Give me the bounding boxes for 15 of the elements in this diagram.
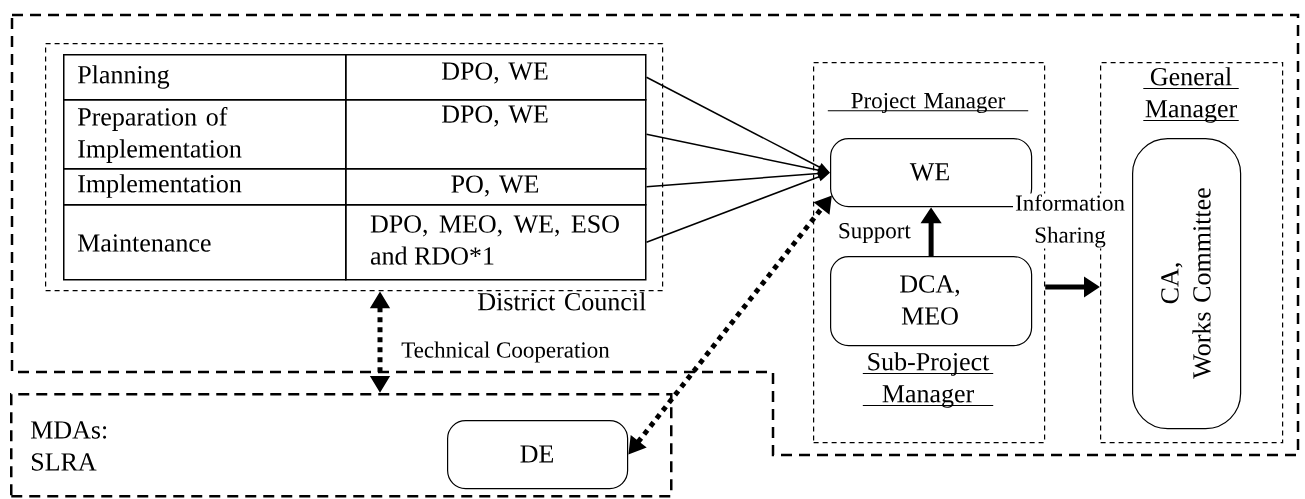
rounded-box: DCA, MEO (830, 256, 1033, 347)
table-cell: Preparation of Implementation (63, 99, 347, 170)
table-cell: Maintenance (63, 204, 347, 281)
rounded-box: CA, Works Committee (1132, 138, 1242, 430)
table-cell: DPO, WE (345, 99, 647, 170)
table-cell: Planning (63, 54, 347, 101)
table-cell: PO, WE (345, 168, 647, 206)
rounded-box: DE (447, 420, 629, 490)
table-cell: DPO, WE (345, 54, 647, 101)
edge-label: Support (836, 221, 912, 245)
table-cell: DPO, MEO, WE, ESO and RDO*1 (345, 204, 647, 281)
edge-label: Information Sharing (1013, 193, 1127, 249)
edge-label: Technical Cooperation (400, 340, 611, 364)
node-label: District Council (478, 292, 646, 311)
table-cell: Implementation (63, 168, 347, 206)
